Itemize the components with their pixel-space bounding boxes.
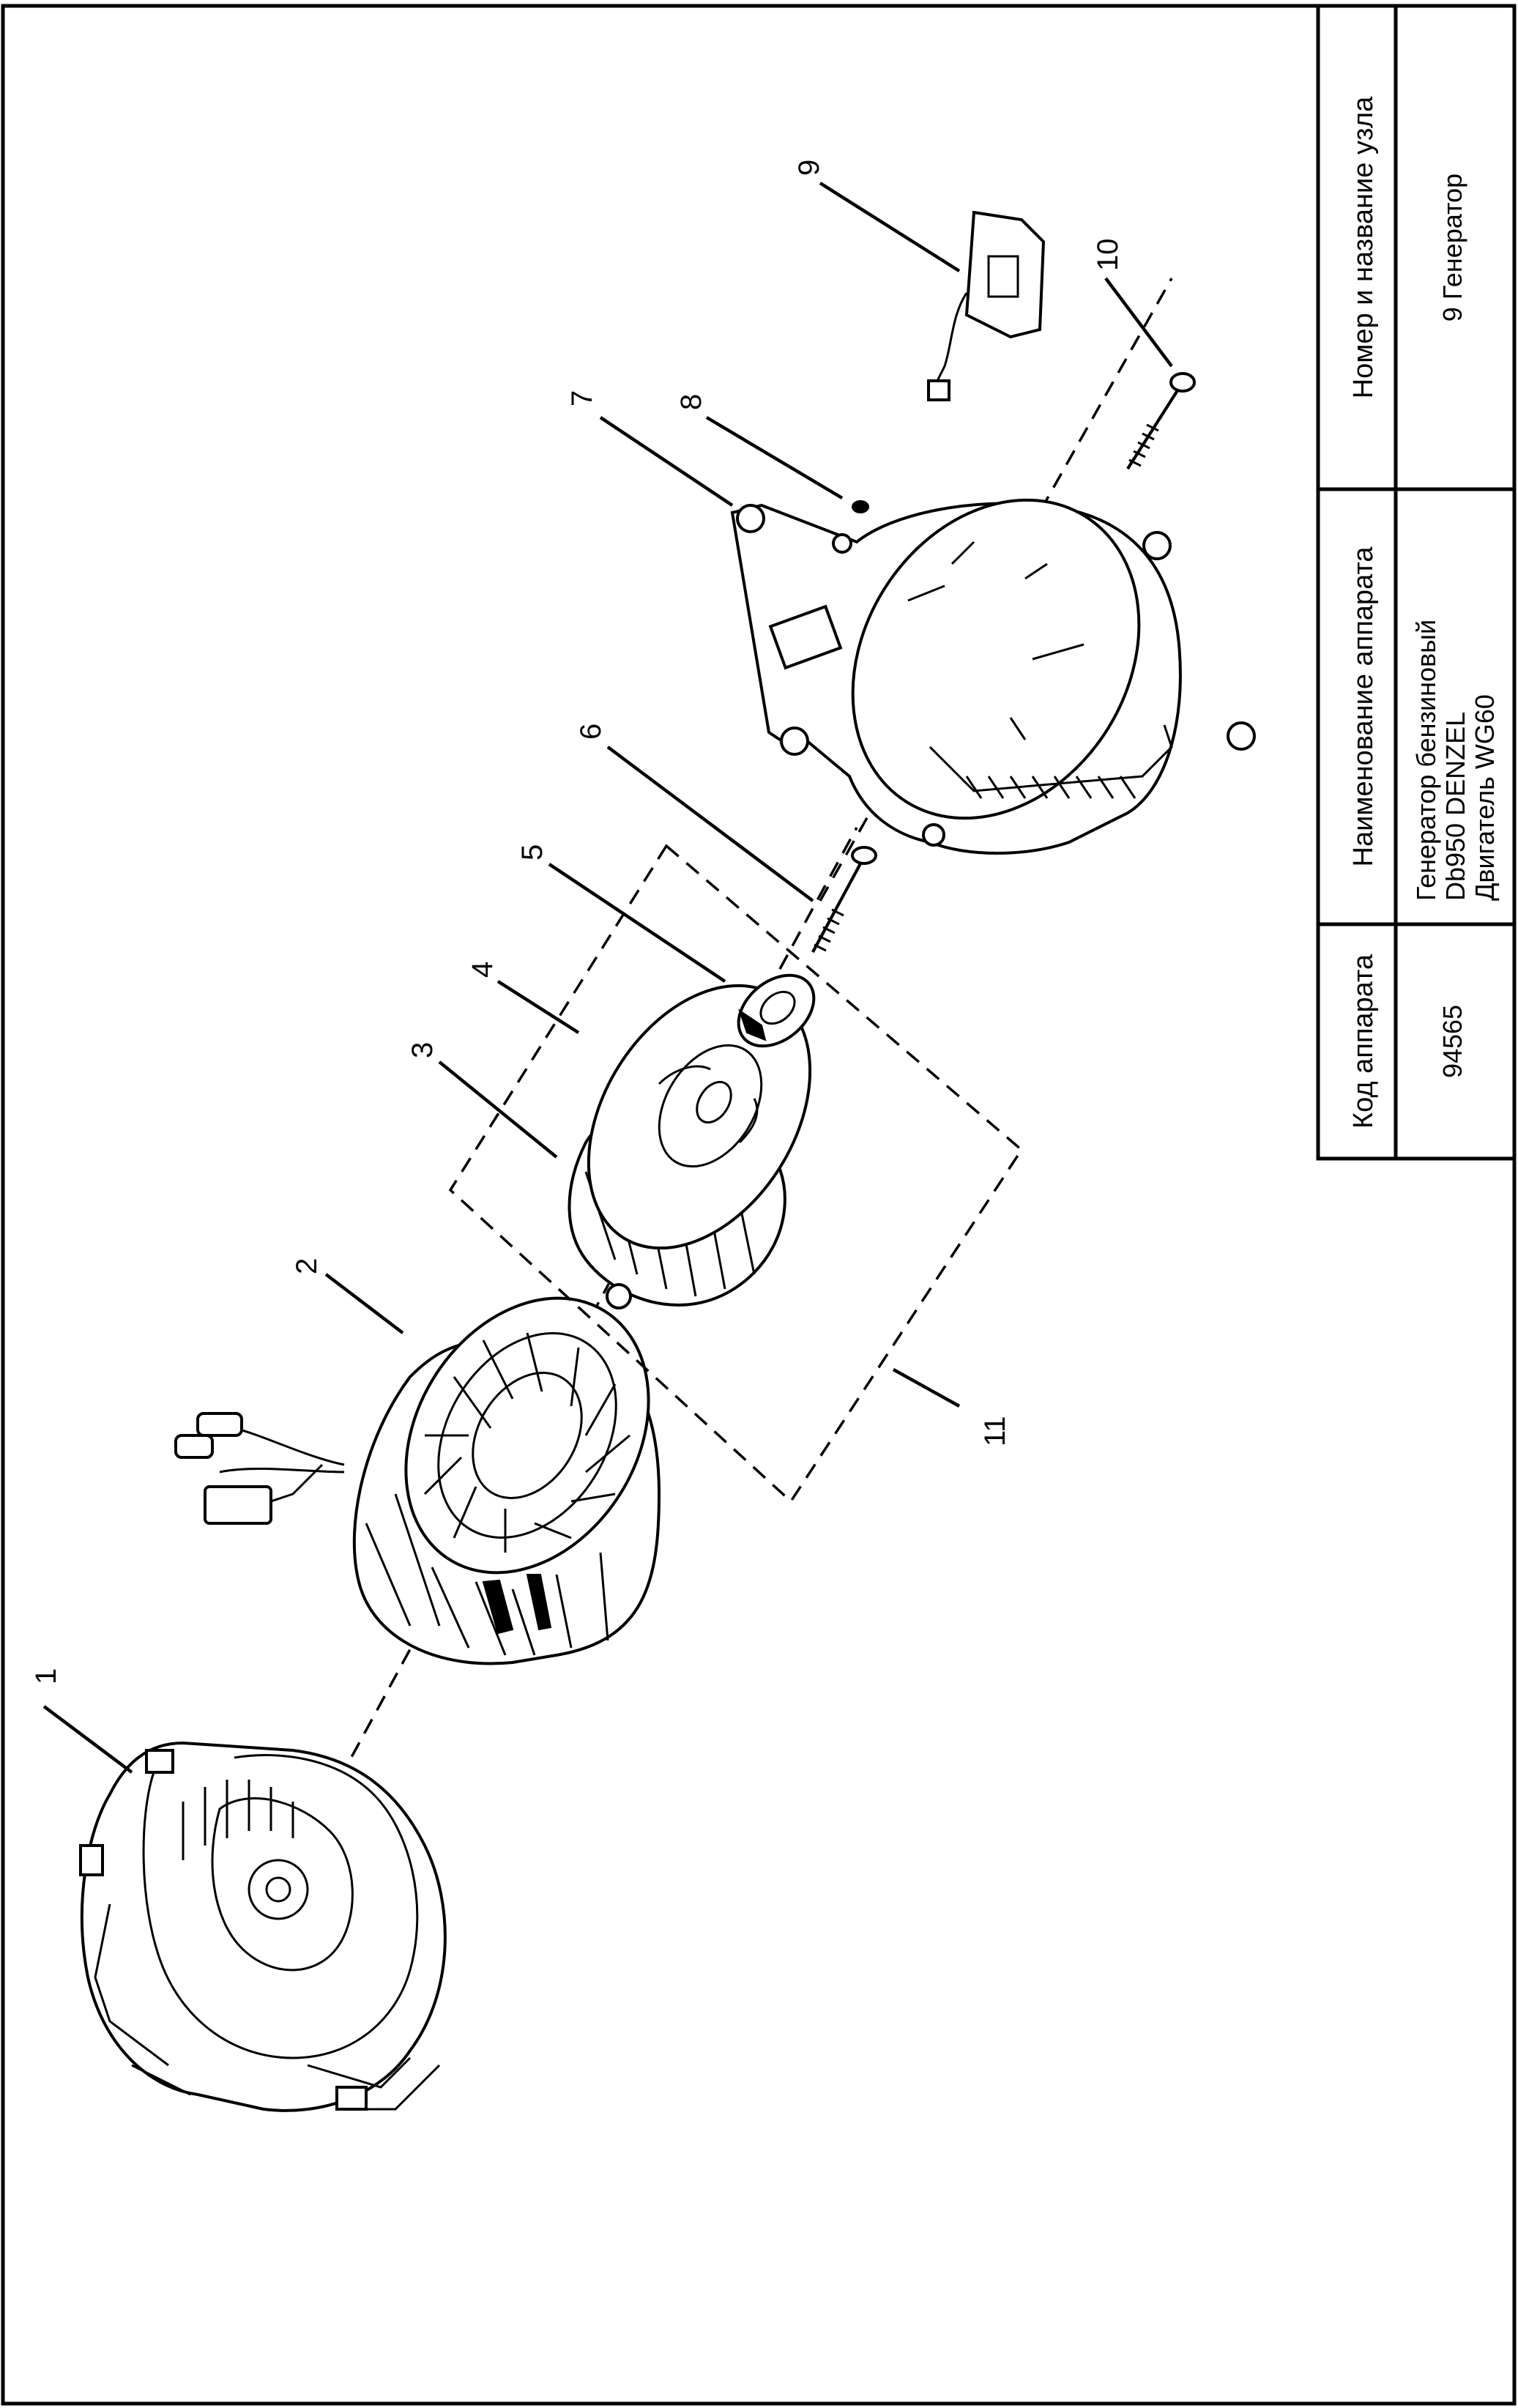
callout-8: 8 xyxy=(675,394,707,410)
callout-10: 10 xyxy=(1092,239,1124,272)
header-code: Код аппарата xyxy=(1348,954,1379,1129)
leader-lines xyxy=(42,182,1173,1774)
value-unit: 9 Генератор xyxy=(1437,174,1467,322)
value-code: 94565 xyxy=(1437,1005,1467,1078)
callout-11: 11 xyxy=(979,1416,1011,1446)
part-5-bearing xyxy=(737,973,816,1048)
value-name-line-1: Генератор бензиновый xyxy=(1411,620,1441,901)
part-7-front-cover xyxy=(730,498,1256,855)
callout-9: 9 xyxy=(793,160,825,176)
callout-3: 3 xyxy=(406,1042,439,1058)
part-1-end-housing xyxy=(79,1741,447,2112)
value-name-line-3: Двигатель WG60 xyxy=(1470,694,1500,901)
callout-1: 1 xyxy=(30,1668,62,1684)
part-10-bolt xyxy=(1126,372,1196,470)
callout-7: 7 xyxy=(566,390,598,406)
part-6-bolt xyxy=(811,846,877,953)
callout-2: 2 xyxy=(291,1258,323,1274)
part-2-stator xyxy=(174,1296,661,1665)
header-unit: Номер и название узла xyxy=(1348,96,1379,398)
callout-6: 6 xyxy=(575,724,607,740)
part-9-regulator xyxy=(927,210,1046,401)
part-8-screw xyxy=(852,500,869,513)
part-11-rotor-assembly-boundary xyxy=(448,844,1024,1504)
value-name-line-2: Db950 DENZEL xyxy=(1440,712,1470,901)
drawing-frame xyxy=(1,4,1517,2406)
callout-numbers: 1 2 3 4 5 6 7 8 9 10 11 xyxy=(30,160,1124,1684)
header-name: Наименование аппарата xyxy=(1348,546,1379,867)
callout-5: 5 xyxy=(516,844,548,861)
title-block: Номер и название узла Наименование аппар… xyxy=(1316,6,1514,1161)
callout-4: 4 xyxy=(466,962,499,978)
part-4-fan xyxy=(587,984,812,1250)
